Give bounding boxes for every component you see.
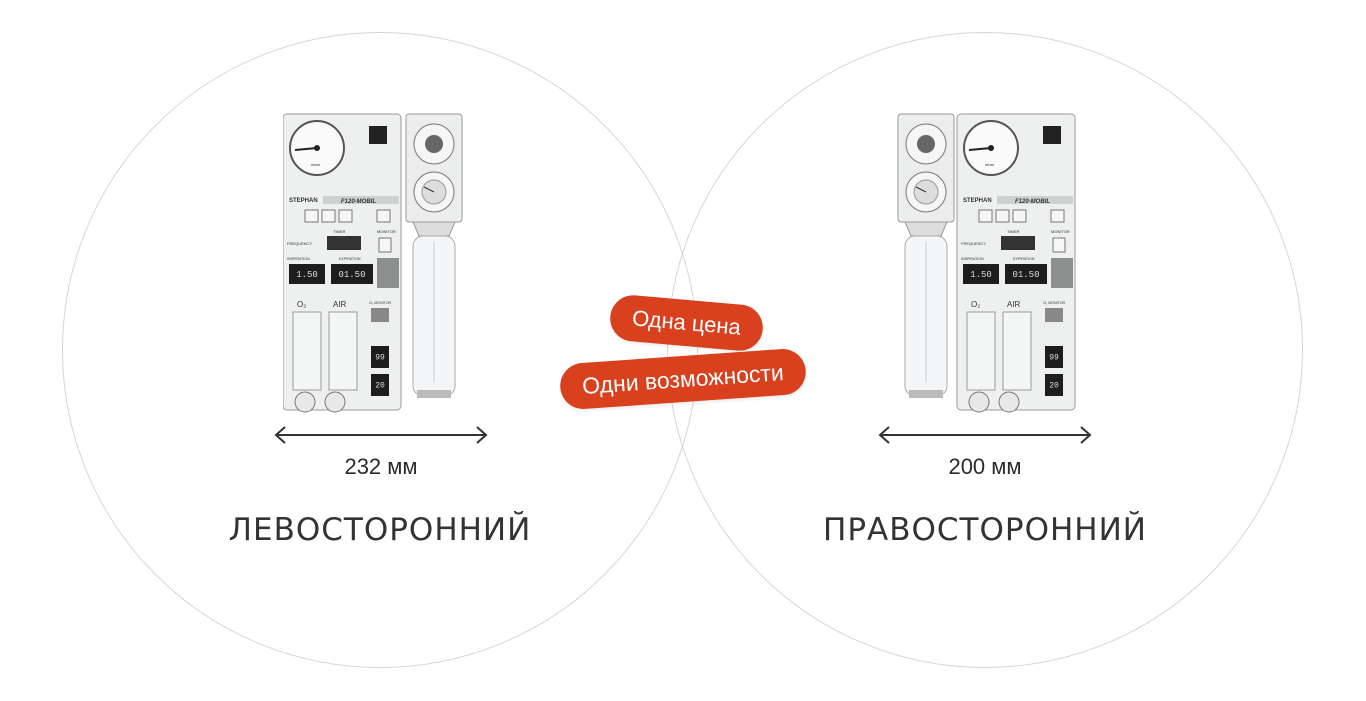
left-sided-title: ЛЕВОСТОРОННИЙ	[228, 512, 532, 548]
device-label: F120-MOBIL	[341, 199, 376, 205]
device-image-right-sided: mbar STEPHAN F120-MOBIL TIMER MONITOR FRE…	[897, 112, 1077, 414]
device-label: mbar	[311, 162, 321, 167]
device-label: O₂	[297, 300, 306, 309]
double-arrow-icon	[878, 426, 1092, 444]
width-label: 200 мм	[948, 454, 1022, 479]
device-display-value: 20	[1049, 382, 1059, 391]
device-label: EXPIRATION	[339, 257, 361, 261]
width-label: 232 мм	[344, 454, 418, 479]
ventilator-drawing: mbar STEPHAN F120-MOBIL TIMER MONITOR FRE…	[897, 113, 1076, 413]
right-sided-title: ПРАВОСТОРОННИЙ	[823, 512, 1147, 548]
device-label: INSPIRATION	[961, 257, 984, 261]
device-label: AIR	[1007, 300, 1021, 309]
device-label: EXPIRATION	[1013, 257, 1035, 261]
ventilator-drawing: mbar STEPHAN F120-MOBIL TIMER MONITOR FRE…	[283, 113, 463, 413]
device-label: STEPHAN	[963, 198, 992, 204]
device-label: AIR	[333, 300, 347, 309]
device-display-value: 99	[375, 354, 385, 363]
device-label: STEPHAN	[289, 198, 318, 204]
device-label: INSPIRATION	[287, 257, 310, 261]
device-label: O₂ MONITOR	[369, 301, 391, 305]
device-label: O₂ MONITOR	[1043, 301, 1065, 305]
double-arrow-icon	[274, 426, 488, 444]
regulator-column	[897, 113, 955, 398]
device-label: MONITOR	[1051, 229, 1070, 234]
regulator-column	[405, 113, 463, 398]
device-display-value: 20	[375, 382, 385, 391]
device-label: FREQUENCY	[961, 241, 986, 246]
right-variant-circle	[667, 32, 1303, 668]
device-display-value: 99	[1049, 354, 1059, 363]
device-label: F120-MOBIL	[1015, 199, 1050, 205]
device-label: FREQUENCY	[287, 241, 312, 246]
device-display-value: 1.50	[970, 270, 992, 280]
device-label: O₂	[971, 300, 980, 309]
device-display-value: 1.50	[296, 270, 318, 280]
device-display-value: 01.50	[338, 270, 365, 280]
device-display-value: 01.50	[1012, 270, 1039, 280]
device-label: TIMER	[1007, 229, 1020, 234]
width-dimension-left: 232 мм	[273, 424, 489, 480]
device-label: TIMER	[333, 229, 346, 234]
width-dimension-right: 200 мм	[877, 424, 1093, 480]
device-image-left-sided: mbar STEPHAN F120-MOBIL TIMER MONITOR FRE…	[283, 112, 463, 414]
ventilator-body: mbar STEPHAN F120-MOBIL TIMER MONITOR FRE…	[283, 113, 402, 413]
device-label: mbar	[985, 162, 995, 167]
ventilator-body: mbar STEPHAN F120-MOBIL TIMER MONITOR FRE…	[956, 113, 1076, 413]
device-label: MONITOR	[377, 229, 396, 234]
